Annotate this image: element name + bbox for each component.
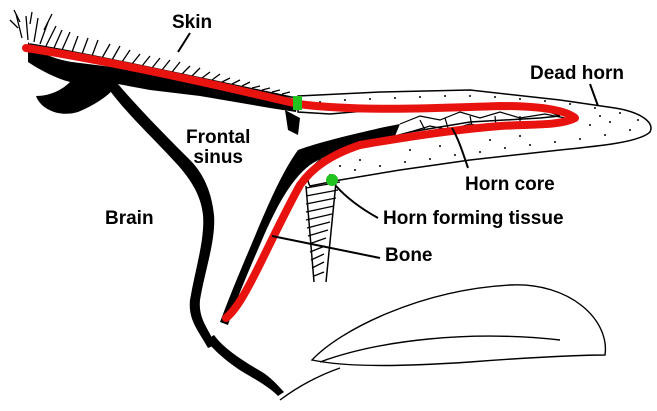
leader-dead-horn: [590, 84, 598, 106]
label-frontal-sinus: Frontal sinus: [186, 128, 250, 168]
bone-lower-extension: [206, 335, 284, 396]
leader-horn-forming: [336, 186, 378, 218]
label-dead-horn: Dead horn: [530, 64, 624, 84]
label-horn-forming-tissue: Horn forming tissue: [383, 209, 564, 229]
label-brain: Brain: [105, 209, 154, 229]
horn-forming-tissue-hatch: [306, 182, 340, 282]
junction-marker-skin-horn: [293, 96, 302, 110]
jaw-outline: [280, 285, 605, 400]
label-skin: Skin: [172, 13, 212, 33]
leader-bone: [272, 236, 380, 258]
frontal-sinus-spur: [285, 110, 300, 135]
label-frontal-sinus-line1: Frontal: [186, 128, 250, 148]
junction-marker-horn-forming: [326, 174, 338, 186]
leader-skin: [178, 33, 190, 52]
label-bone: Bone: [385, 246, 433, 266]
label-frontal-sinus-line2: sinus: [186, 148, 250, 168]
label-horn-core: Horn core: [465, 175, 555, 195]
